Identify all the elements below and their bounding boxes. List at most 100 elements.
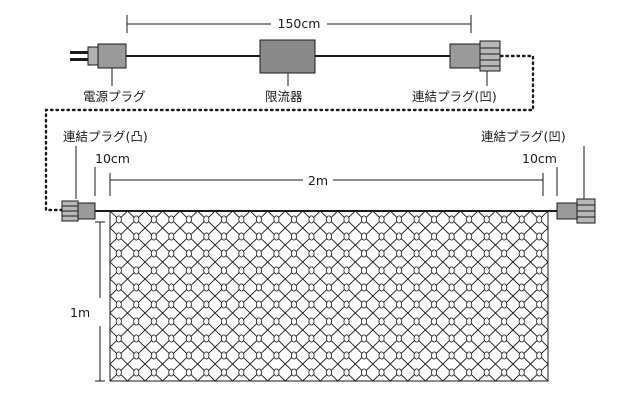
led-bulb	[413, 249, 420, 258]
led-bulb	[308, 368, 315, 377]
net-wire	[110, 363, 128, 381]
led-bulb	[466, 249, 473, 258]
led-bulb	[343, 249, 350, 258]
led-bulb	[325, 317, 332, 326]
led-bulb	[431, 300, 438, 309]
led-bulb	[431, 317, 438, 326]
led-bulb	[501, 334, 508, 343]
led-bulb	[413, 232, 420, 241]
led-bulb	[168, 300, 175, 309]
led-bulb	[518, 232, 525, 241]
led-bulb	[343, 317, 350, 326]
connector-net-right-label: 連結プラグ(凹)	[481, 129, 566, 144]
led-bulb	[133, 283, 140, 292]
led-bulb	[290, 334, 297, 343]
led-bulb	[308, 266, 315, 275]
led-bulb	[115, 215, 122, 224]
led-bulb	[150, 266, 157, 275]
led-bulb	[115, 351, 122, 360]
led-bulb	[431, 368, 438, 377]
led-bulb	[483, 368, 490, 377]
led-bulb	[378, 317, 385, 326]
led-bulb	[536, 368, 543, 377]
led-bulb	[396, 334, 403, 343]
led-bulb	[536, 351, 543, 360]
led-bulb	[238, 334, 245, 343]
net-wire	[530, 363, 548, 381]
led-bulb	[483, 300, 490, 309]
led-bulb	[536, 334, 543, 343]
led-bulb	[361, 232, 368, 241]
led-bulb	[115, 334, 122, 343]
led-bulb	[185, 266, 192, 275]
net-wire	[144, 211, 321, 381]
led-bulb	[396, 317, 403, 326]
led-bulb	[518, 351, 525, 360]
led-bulb	[220, 283, 227, 292]
net-wire	[162, 211, 339, 381]
led-bulb	[290, 317, 297, 326]
led-bulb	[431, 283, 438, 292]
led-bulb	[290, 283, 297, 292]
led-bulb	[413, 334, 420, 343]
led-bulb	[238, 317, 245, 326]
led-bulb	[501, 351, 508, 360]
net-wire	[460, 295, 548, 381]
led-bulb	[378, 300, 385, 309]
net-wire	[0, 211, 92, 381]
led-bulb	[220, 300, 227, 309]
connector-female-net-icon	[556, 198, 596, 224]
net-wire	[110, 211, 181, 280]
led-bulb	[448, 317, 455, 326]
led-bulb	[308, 232, 315, 241]
led-bulb	[115, 368, 122, 377]
led-bulb	[466, 266, 473, 275]
led-bulb	[483, 283, 490, 292]
led-bulb	[325, 232, 332, 241]
led-bulb	[133, 368, 140, 377]
net-wire	[110, 211, 163, 263]
net-wire	[636, 211, 640, 381]
led-bulb	[501, 232, 508, 241]
led-bulb	[150, 334, 157, 343]
led-bulb	[396, 266, 403, 275]
led-bulb	[361, 368, 368, 377]
led-bulb	[238, 283, 245, 292]
led-bulb	[185, 232, 192, 241]
led-bulb	[378, 249, 385, 258]
led-bulb	[518, 368, 525, 377]
led-bulb	[536, 317, 543, 326]
led-bulb	[466, 334, 473, 343]
led-bulb	[168, 266, 175, 275]
net-diagonals	[0, 211, 640, 381]
led-bulb	[431, 215, 438, 224]
led-bulb	[273, 368, 280, 377]
led-bulb	[133, 317, 140, 326]
led-bulb	[203, 317, 210, 326]
led-bulb	[361, 249, 368, 258]
lead-right-length: 10cm	[522, 151, 557, 166]
led-bulb	[290, 368, 297, 377]
led-bulb	[115, 266, 122, 275]
led-bulb	[501, 300, 508, 309]
net-wire	[354, 211, 531, 381]
net-wire	[127, 211, 304, 381]
led-bulb	[255, 266, 262, 275]
led-bulb	[413, 215, 420, 224]
led-bulb	[255, 283, 262, 292]
net-wire	[547, 211, 548, 212]
led-bulb	[501, 215, 508, 224]
led-bulb	[133, 232, 140, 241]
current-limiter-icon	[259, 39, 316, 74]
led-bulb	[150, 232, 157, 241]
led-bulb	[185, 300, 192, 309]
led-bulb	[273, 300, 280, 309]
led-bulb	[255, 351, 262, 360]
led-bulb	[361, 334, 368, 343]
led-bulb	[308, 300, 315, 309]
led-bulb	[483, 215, 490, 224]
led-bulb	[273, 249, 280, 258]
led-bulb	[325, 334, 332, 343]
net-wire	[197, 211, 374, 381]
